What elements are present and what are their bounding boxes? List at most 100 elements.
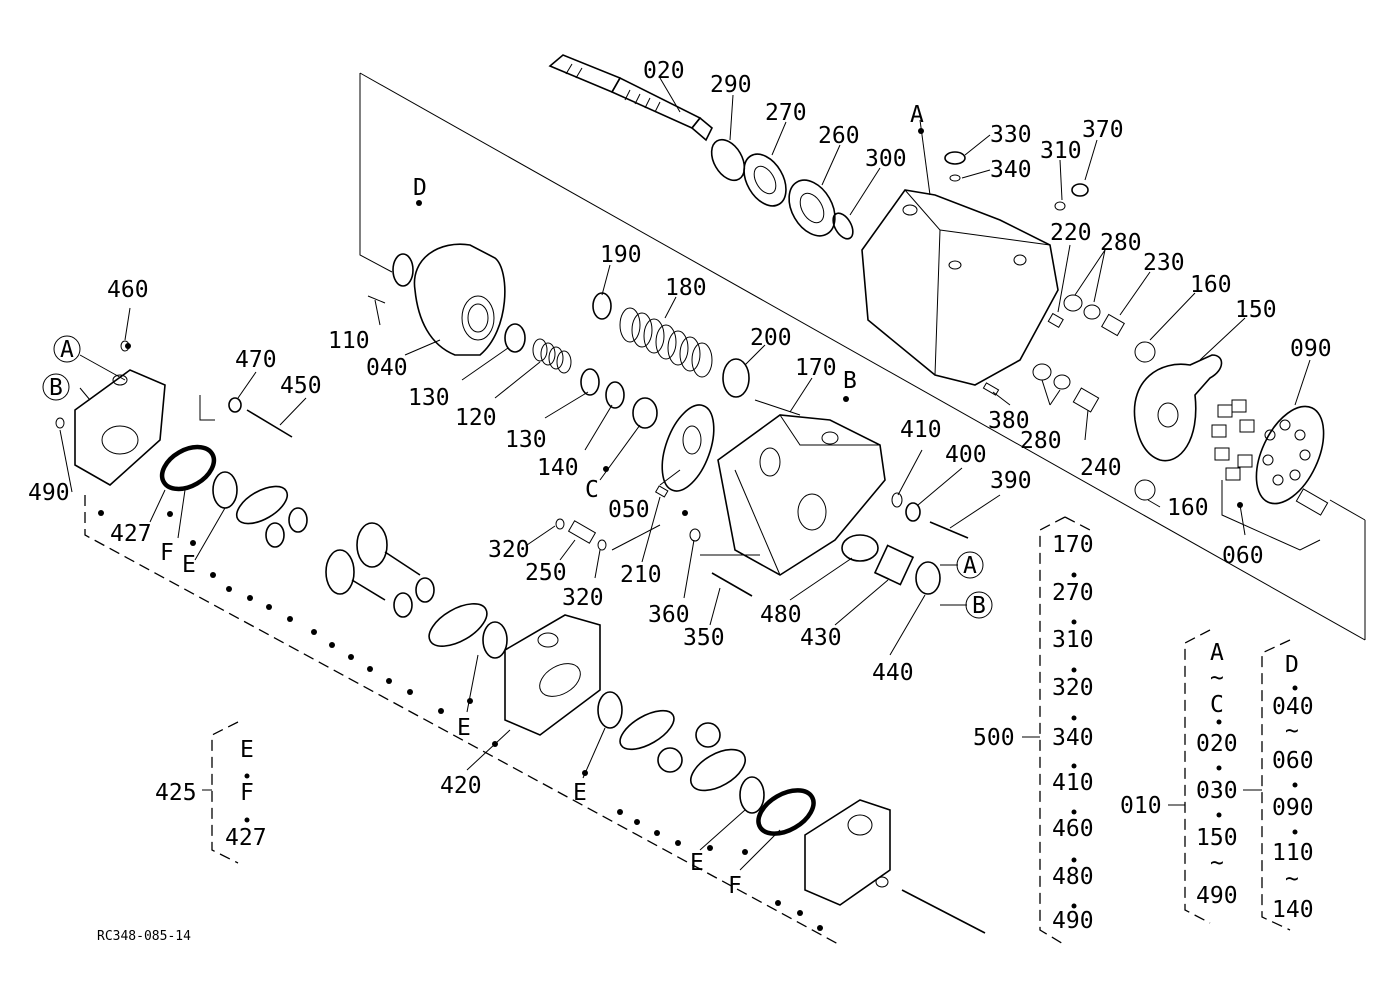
valve-plate-090 — [1255, 405, 1325, 505]
group-500-item: 480 — [1052, 864, 1094, 890]
nut-400 — [905, 502, 921, 522]
washer-130b — [580, 368, 600, 396]
label-280-bottom: 280 — [1020, 428, 1062, 454]
seal-E3 — [597, 691, 623, 729]
group-010-item: ~ — [1210, 665, 1224, 691]
bush-3 — [415, 577, 435, 603]
plug-360 — [689, 528, 701, 542]
oil-seal-D — [392, 253, 414, 287]
pin-380 — [982, 382, 1000, 396]
label-020: 020 — [643, 58, 685, 84]
label-F-top: F — [160, 540, 174, 566]
label-A-left: A — [60, 337, 74, 363]
washer-280 — [1063, 294, 1083, 312]
label-490: 490 — [28, 480, 70, 506]
housing-A — [861, 189, 1059, 386]
label-B-top: B — [843, 368, 857, 394]
label-B-right: B — [972, 593, 986, 619]
bush-4 — [393, 592, 413, 618]
ball-160b — [1134, 479, 1156, 501]
leader-line — [199, 395, 215, 421]
group-010b-item: 110 — [1272, 840, 1314, 866]
bearing-440 — [915, 561, 941, 595]
bracket-425 — [211, 721, 239, 864]
o-ring-320b — [597, 539, 607, 551]
group-010-item: A — [1210, 640, 1224, 666]
label-390: 390 — [990, 468, 1032, 494]
o-ring-340 — [949, 174, 961, 182]
label-380: 380 — [988, 408, 1030, 434]
label-160-bottom: 160 — [1167, 495, 1209, 521]
label-470: 470 — [235, 347, 277, 373]
label-C: C — [585, 477, 599, 503]
swash-plate-050 — [661, 404, 715, 492]
seal-E2 — [482, 621, 508, 659]
assembly-frame-line — [359, 72, 1366, 641]
label-340: 340 — [990, 157, 1032, 183]
leader-lines — [59, 77, 1311, 871]
bolt-450 — [246, 409, 293, 438]
group-010-item: 490 — [1196, 883, 1238, 909]
label-410: 410 — [900, 417, 942, 443]
group-010-item: 020 — [1196, 731, 1238, 757]
label-370: 370 — [1082, 117, 1124, 143]
plate-E — [235, 485, 289, 525]
o-ring-310 — [1054, 201, 1066, 211]
bush-2 — [288, 507, 308, 533]
plate-E4 — [690, 748, 746, 792]
spring-120 — [532, 338, 572, 374]
label-180: 180 — [665, 275, 707, 301]
drive-gear — [356, 522, 421, 576]
group-010b-item: 090 — [1272, 795, 1314, 821]
label-400: 400 — [945, 442, 987, 468]
group-010b-item: 140 — [1272, 897, 1314, 923]
label-140: 140 — [537, 455, 579, 481]
group-010-item: 150 — [1196, 825, 1238, 851]
label-220: 220 — [1050, 220, 1092, 246]
group-500-item: 460 — [1052, 816, 1094, 842]
label-350: 350 — [683, 625, 725, 651]
assembly-frame-line — [1329, 499, 1366, 521]
label-427-top: 427 — [110, 521, 152, 547]
group-500-item: 310 — [1052, 627, 1094, 653]
label-320-b: 320 — [562, 585, 604, 611]
label-160-top: 160 — [1190, 272, 1232, 298]
label-A-right: A — [963, 553, 977, 579]
label-D: D — [413, 175, 427, 201]
label-060: 060 — [1222, 543, 1264, 569]
washer-130 — [504, 323, 526, 353]
group-010b-item: 060 — [1272, 748, 1314, 774]
label-090: 090 — [1290, 336, 1332, 362]
shaft-020 — [548, 54, 713, 142]
label-130-b: 130 — [505, 427, 547, 453]
group-500: 500 170 270 310 320 340 410 460 480 490 — [973, 532, 1094, 934]
label-230: 230 — [1143, 250, 1185, 276]
label-B-left: B — [49, 375, 63, 401]
pin-090 — [1295, 488, 1329, 516]
rear-cover — [804, 799, 891, 906]
bush-C — [632, 397, 658, 429]
label-190: 190 — [600, 242, 642, 268]
label-425: 425 — [155, 780, 197, 806]
label-E-lower: E — [573, 780, 587, 806]
pin-240 — [1072, 387, 1100, 413]
plate-E3 — [619, 709, 675, 751]
part-markers — [98, 128, 924, 931]
label-450: 450 — [280, 373, 322, 399]
o-ring-320 — [555, 518, 565, 530]
bracket-010 — [1168, 629, 1291, 931]
label-E-right: E — [690, 850, 704, 876]
bracket-500 — [1022, 516, 1091, 946]
label-460: 460 — [107, 277, 149, 303]
label-110: 110 — [328, 328, 370, 354]
group-010: 010 A ~ C 020 030 150 ~ 490 D 040 ~ 060 … — [1120, 640, 1314, 923]
group-500-item: 320 — [1052, 675, 1094, 701]
group-500-item: 170 — [1052, 532, 1094, 558]
bolt-rear — [901, 889, 986, 934]
label-170: 170 — [795, 355, 837, 381]
bolt-350 — [711, 572, 753, 597]
group-010-item: C — [1210, 692, 1224, 718]
label-320-a: 320 — [488, 537, 530, 563]
